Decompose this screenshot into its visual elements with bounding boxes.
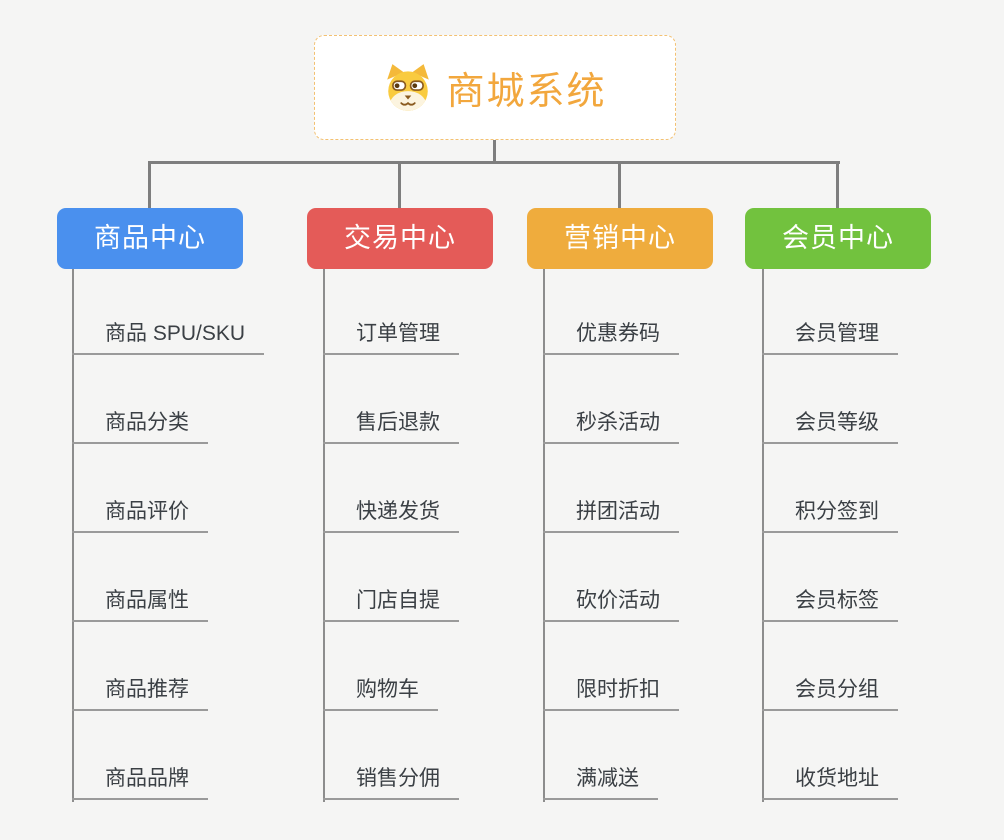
leaf-node[interactable]: 商品评价 bbox=[72, 491, 208, 533]
leaf-node[interactable]: 商品属性 bbox=[72, 580, 208, 622]
leaf-node[interactable]: 商品分类 bbox=[72, 402, 208, 444]
leaf-node[interactable]: 快递发货 bbox=[323, 491, 459, 533]
root-node[interactable]: 商城系统 bbox=[314, 35, 676, 140]
leaf-node[interactable]: 会员管理 bbox=[762, 313, 898, 355]
leaf-node[interactable]: 收货地址 bbox=[762, 758, 898, 800]
connector-stub-branch-2 bbox=[398, 161, 401, 209]
leaf-node[interactable]: 满减送 bbox=[543, 758, 658, 800]
connector-stub-branch-3 bbox=[618, 161, 621, 209]
connector-stub-branch-4 bbox=[836, 161, 839, 209]
leaf-node[interactable]: 商品推荐 bbox=[72, 669, 208, 711]
branch-node-product-center[interactable]: 商品中心 bbox=[57, 208, 243, 269]
leaf-node[interactable]: 拼团活动 bbox=[543, 491, 679, 533]
branch-3-trunk-line bbox=[543, 269, 545, 802]
branch-1-trunk-line bbox=[72, 269, 74, 802]
leaf-node[interactable]: 购物车 bbox=[323, 669, 438, 711]
leaf-node[interactable]: 售后退款 bbox=[323, 402, 459, 444]
leaf-node[interactable]: 门店自提 bbox=[323, 580, 459, 622]
branch-node-trade-center[interactable]: 交易中心 bbox=[307, 208, 493, 269]
leaf-node[interactable]: 订单管理 bbox=[323, 313, 459, 355]
leaf-node[interactable]: 会员标签 bbox=[762, 580, 898, 622]
branch-2-trunk-line bbox=[323, 269, 325, 802]
leaf-node[interactable]: 积分签到 bbox=[762, 491, 898, 533]
leaf-node[interactable]: 销售分佣 bbox=[323, 758, 459, 800]
branch-node-member-center[interactable]: 会员中心 bbox=[745, 208, 931, 269]
dog-face-icon bbox=[383, 62, 433, 114]
leaf-node[interactable]: 砍价活动 bbox=[543, 580, 679, 622]
leaf-node[interactable]: 优惠券码 bbox=[543, 313, 679, 355]
leaf-node[interactable]: 秒杀活动 bbox=[543, 402, 679, 444]
root-title: 商城系统 bbox=[446, 71, 607, 113]
leaf-node[interactable]: 商品品牌 bbox=[72, 758, 208, 800]
leaf-node[interactable]: 会员分组 bbox=[762, 669, 898, 711]
branch-4-trunk-line bbox=[762, 269, 764, 802]
leaf-node[interactable]: 限时折扣 bbox=[543, 669, 679, 711]
connector-root-drop bbox=[493, 140, 496, 164]
connector-stub-branch-1 bbox=[148, 161, 151, 209]
branch-node-marketing-center[interactable]: 营销中心 bbox=[527, 208, 713, 269]
leaf-node[interactable]: 会员等级 bbox=[762, 402, 898, 444]
leaf-node[interactable]: 商品 SPU/SKU bbox=[72, 313, 265, 355]
connector-horizontal-rail bbox=[148, 161, 840, 164]
